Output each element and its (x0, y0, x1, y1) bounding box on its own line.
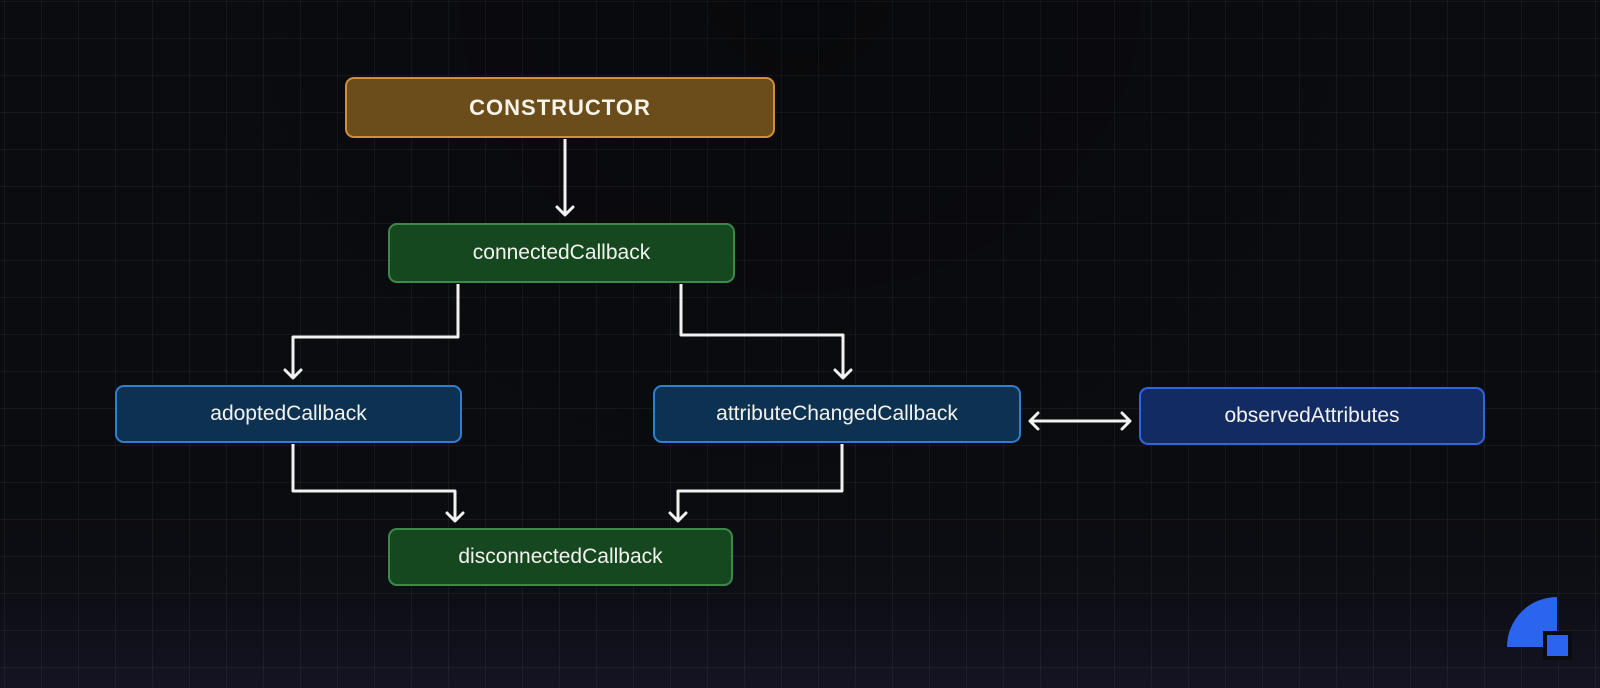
node-observed-attributes: observedAttributes (1139, 387, 1485, 445)
node-attribute-changed-callback-label: attributeChangedCallback (716, 402, 958, 425)
node-connected-callback-label: connectedCallback (472, 241, 651, 264)
node-constructor: CONSTRUCTOR (345, 77, 775, 138)
node-adopted-callback: adoptedCallback (115, 385, 462, 443)
node-observed-attributes-label: observedAttributes (1224, 404, 1400, 427)
arrow-connectedcallback-to-adoptedcallback (283, 284, 460, 380)
logo-square (1543, 631, 1572, 660)
arrow-attributechangedcallback-to-disconnectedcallback (668, 444, 844, 523)
arrow-adoptedcallback-to-disconnectedcallback (291, 444, 465, 523)
arrow-connectedcallback-to-attributechangedcallback (679, 284, 853, 380)
node-constructor-label: CONSTRUCTOR (469, 94, 651, 120)
node-attribute-changed-callback: attributeChangedCallback (653, 385, 1021, 443)
node-disconnected-callback: disconnectedCallback (388, 528, 733, 586)
node-adopted-callback-label: adoptedCallback (210, 402, 367, 425)
node-connected-callback: connectedCallback (388, 223, 735, 283)
node-disconnected-callback-label: disconnectedCallback (458, 545, 663, 568)
brand-logo-icon (1507, 597, 1572, 660)
